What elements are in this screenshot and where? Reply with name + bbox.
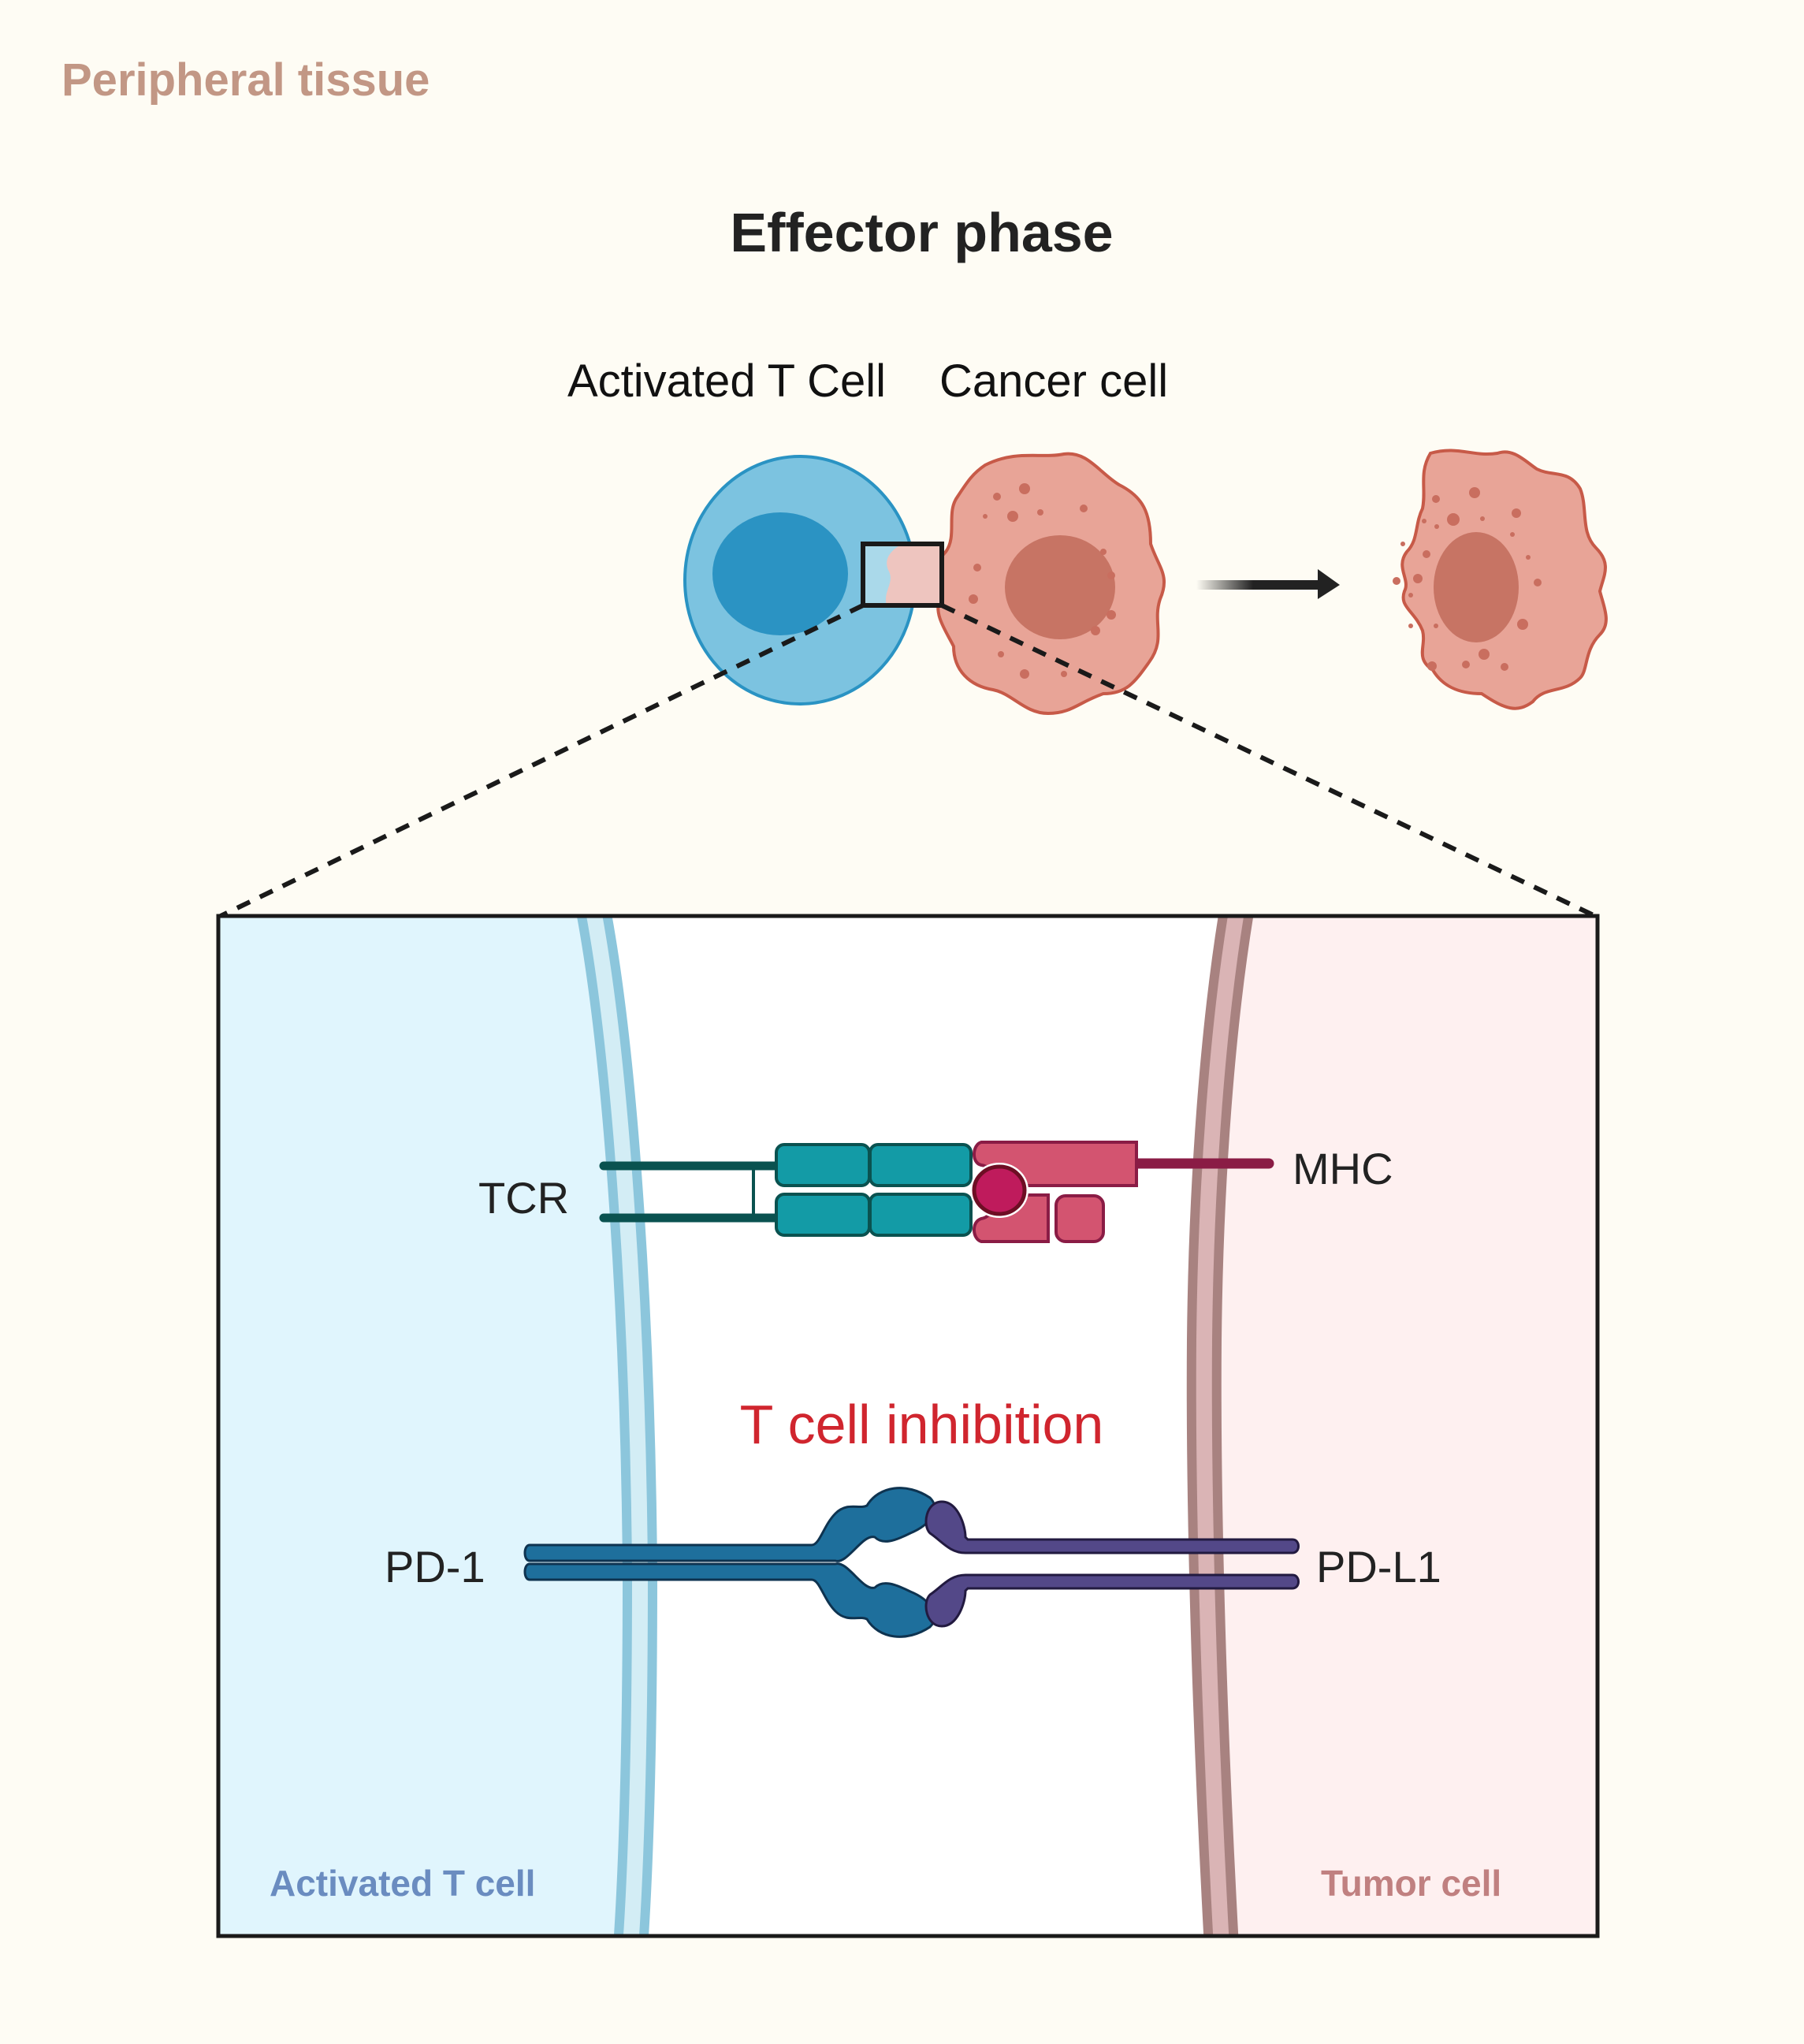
zoom-guide-lines [219,603,1597,918]
pdl1-label: PD-L1 [1316,1542,1441,1592]
t-cell-inhibition-label: T cell inhibition [739,1394,1104,1455]
tcr-receptor-icon [599,1143,973,1237]
activated-t-cell-region-label: Activated T cell [270,1863,536,1904]
zoom-region-marker [861,542,944,608]
cancer-cell-label: Cancer cell [939,356,1169,407]
inset-panel [216,914,1600,1938]
cancer-cell-after-illustration [1393,449,1608,710]
pd1-label: PD-1 [385,1542,485,1592]
region-label: Peripheral tissue [61,54,430,106]
pdl1-ligand-icon [924,1500,1300,1628]
phase-title: Effector phase [730,202,1114,263]
activated-t-cell-illustration [683,455,917,706]
cancer-cell-illustration [936,452,1166,716]
progression-arrow-icon [1196,569,1340,599]
t-cell-cytoplasm [218,916,630,1936]
tcr-label: TCR [478,1173,570,1223]
mhc-label: MHC [1293,1144,1393,1193]
mhc-molecule-icon [970,1141,1274,1243]
tumor-cell-cytoplasm [1211,916,1598,1936]
tumor-cell-region-label: Tumor cell [1321,1863,1502,1904]
t-cell-label: Activated T Cell [567,356,887,407]
